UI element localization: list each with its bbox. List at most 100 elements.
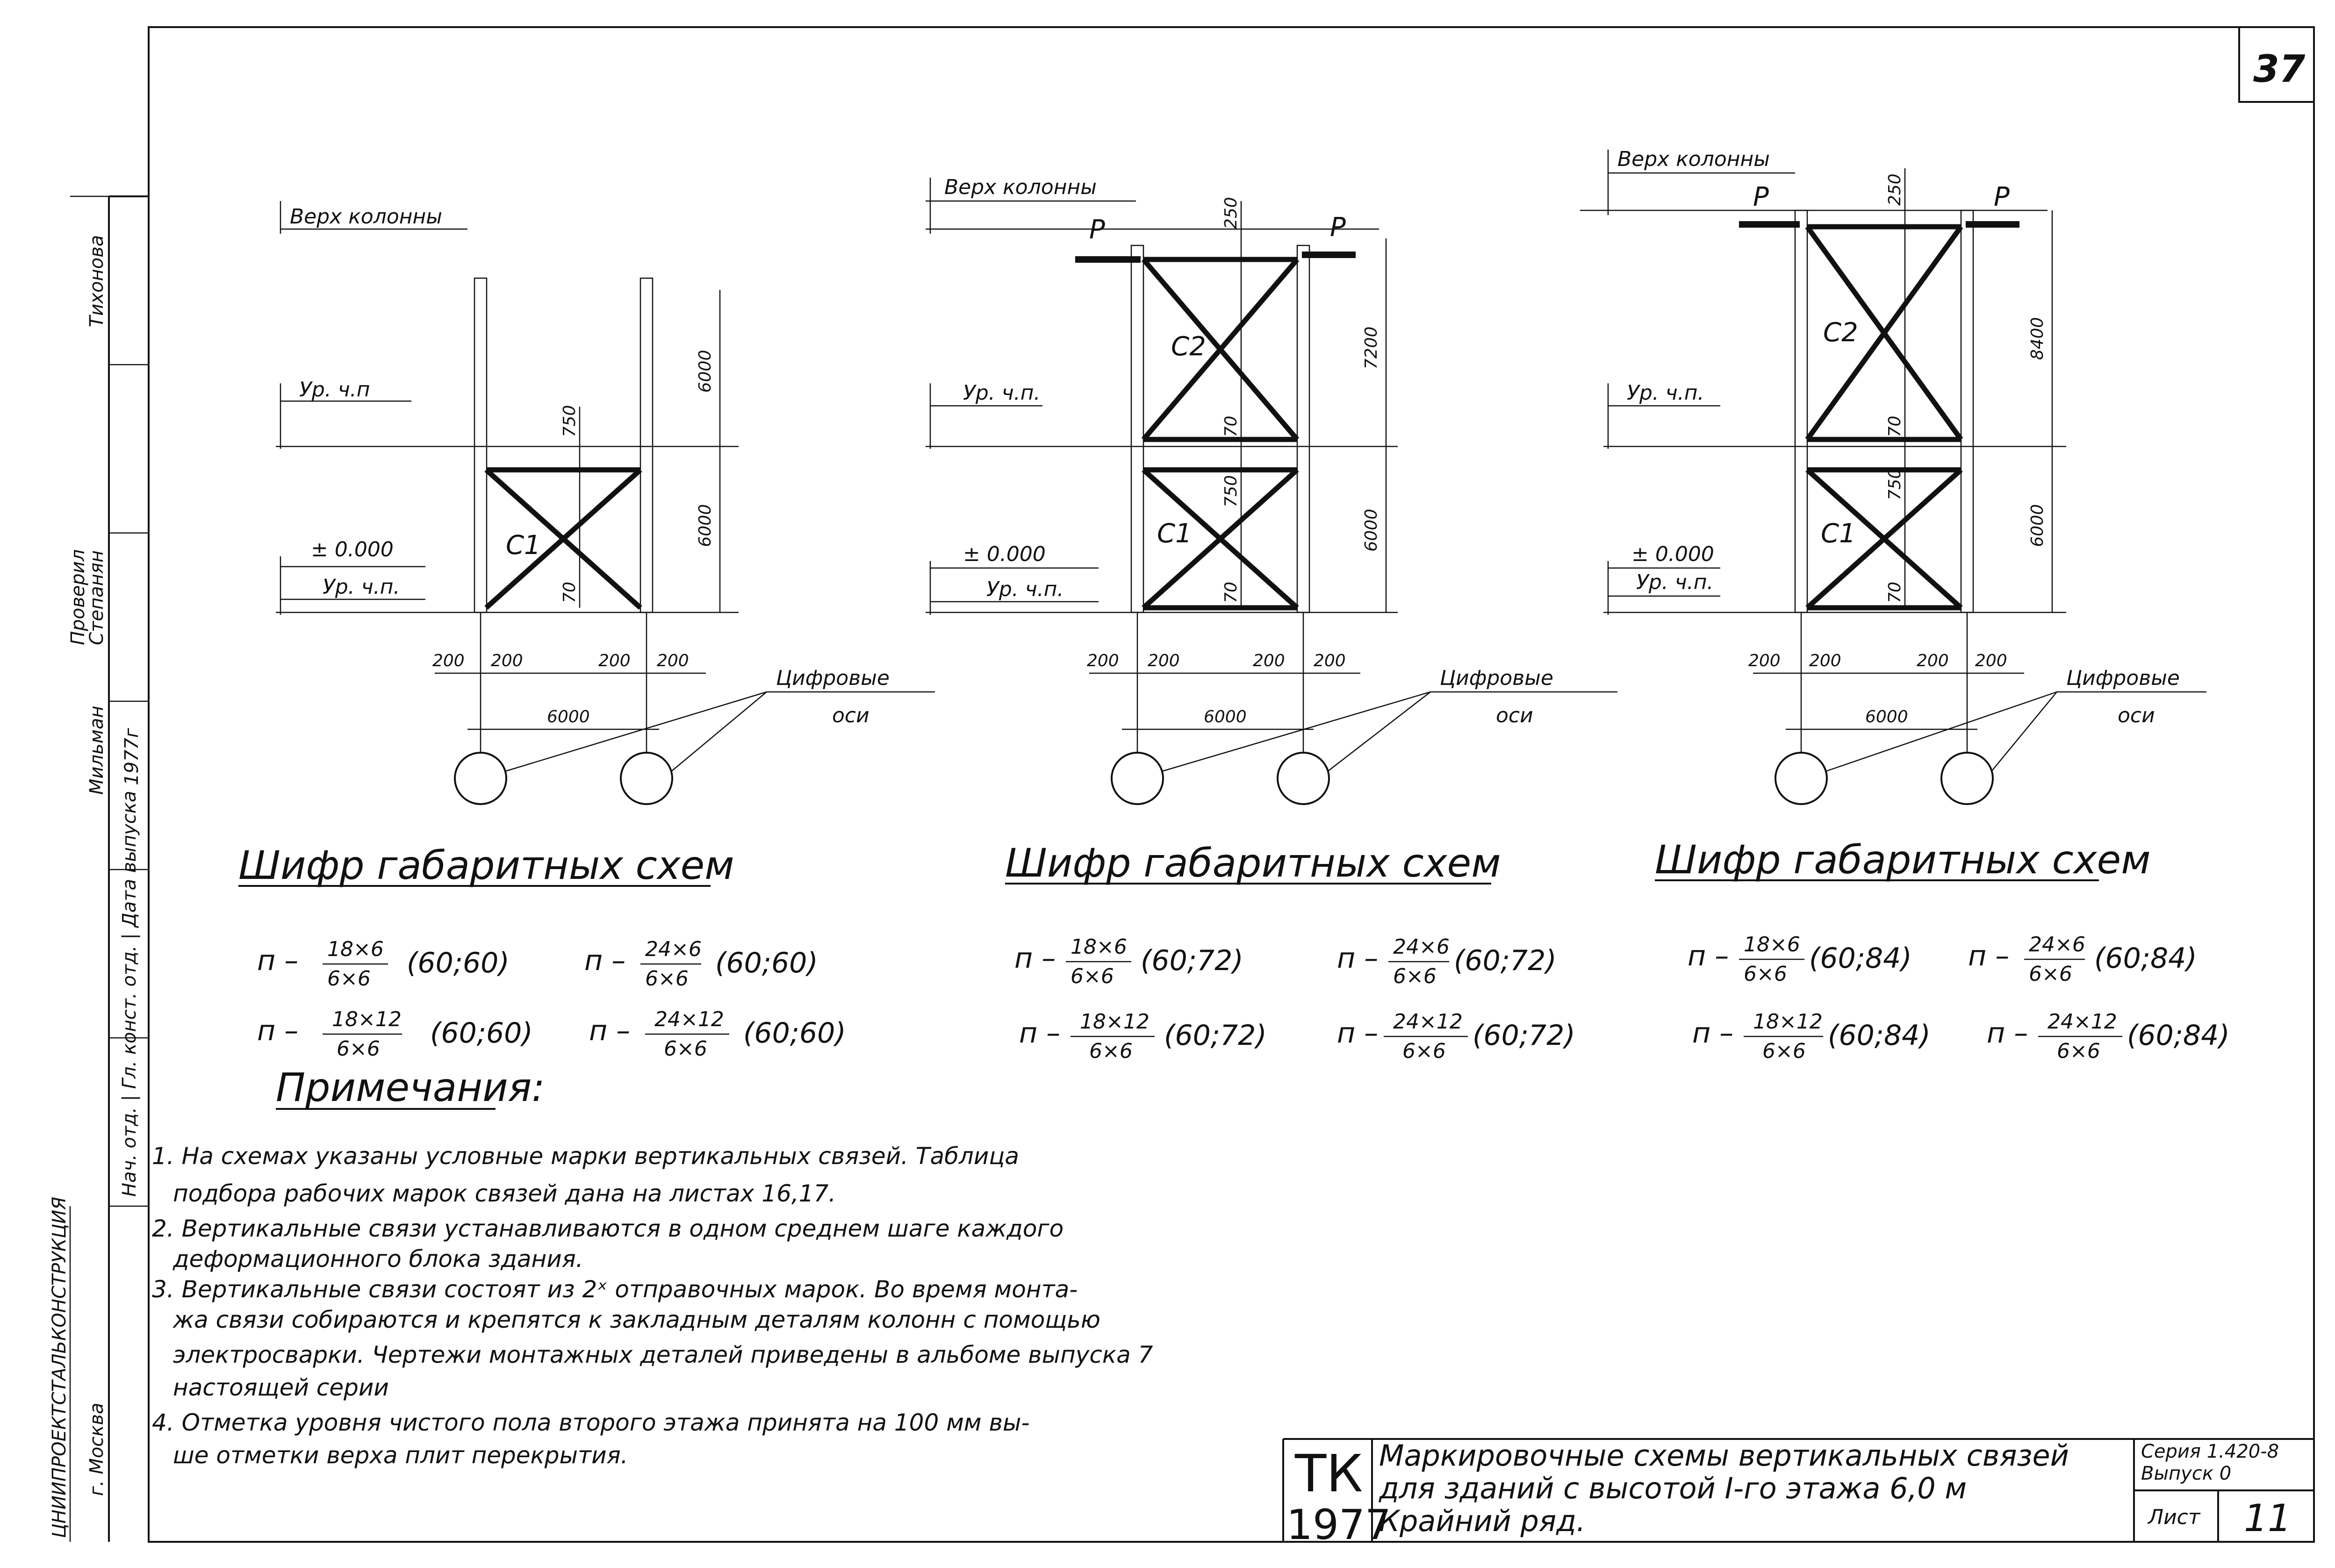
svg-text:24×12: 24×12: [654, 1007, 724, 1031]
s3-span: 6000: [1865, 707, 1908, 726]
s1-span: 6000: [547, 707, 590, 726]
svg-text:24×12: 24×12: [2048, 1010, 2117, 1034]
side-roles: Нач. отд. | Гл. конст. отд. | Дата выпус…: [119, 791, 140, 1197]
svg-text:(60;60): (60;60): [715, 947, 818, 979]
s2-floor-lower: Ур. ч.п.: [986, 577, 1063, 601]
svg-text:18×12: 18×12: [1753, 1010, 1823, 1034]
notes-title: Примечания:: [276, 1065, 545, 1110]
svg-text:6×6: 6×6: [645, 967, 689, 991]
svg-text:(60;60): (60;60): [430, 1017, 533, 1050]
s1-dim-750: 750: [560, 405, 579, 437]
s2-dim-70-upper: 70: [1221, 416, 1241, 437]
side-org: ЦНИИПРОЕКТСТАЛЬКОНСТРУКЦИЯ: [49, 1197, 70, 1538]
s1-floor-upper: Ур. ч.п: [299, 378, 370, 402]
title-stamp: ТК 1977 Маркировочные схемы вертикальных…: [1282, 1438, 2314, 1549]
s3-zero: ± 0.000: [1631, 542, 1714, 566]
svg-text:18×6: 18×6: [1744, 933, 1800, 957]
s3-code-3: п – 18×12 6×6 (60;84): [1692, 1010, 1931, 1063]
svg-text:6×6: 6×6: [1762, 1039, 1806, 1063]
s3-code-title: Шифр габаритных схем: [1655, 837, 2151, 883]
svg-text:24×6: 24×6: [645, 937, 702, 961]
stamp-series: Серия 1.420-8: [2141, 1441, 2279, 1462]
s2-axes-2: оси: [1496, 704, 1533, 727]
s3-brace-c1: С1: [1821, 518, 1856, 549]
stamp-tk: ТК: [1294, 1444, 1363, 1503]
svg-text:п –: п –: [1337, 1017, 1378, 1050]
note-line-6: жа связи собираются и крепятся к закладн…: [172, 1306, 1100, 1333]
s2-bay-4: 200: [1314, 651, 1346, 670]
page-number: 37: [2253, 47, 2306, 91]
s3-code-1: п – 18×6 6×6 (60;84): [1688, 933, 1912, 986]
s1-dim-lower: 6000: [696, 504, 715, 547]
s3-axes-2: оси: [2118, 704, 2155, 727]
s1-bay-1: 200: [432, 651, 465, 670]
s1-floor-lower: Ур. ч.п.: [323, 575, 400, 599]
svg-text:6×6: 6×6: [2029, 962, 2072, 986]
stamp-sheet-label: Лист: [2147, 1505, 2201, 1529]
svg-text:6×6: 6×6: [337, 1037, 380, 1061]
svg-text:п –: п –: [1692, 1017, 1733, 1050]
s1-code-2: п – 24×6 6×6 (60;60): [584, 937, 818, 991]
s3-bay-2: 200: [1809, 651, 1841, 670]
s1-axes-2: оси: [832, 704, 869, 727]
svg-text:п –: п –: [257, 1014, 298, 1047]
s3-floor-lower: Ур. ч.п.: [1636, 570, 1713, 594]
side-names: Мильман: [86, 706, 108, 795]
s1-code-3: п – 18×12 6×6 (60;60): [257, 1007, 533, 1061]
svg-text:(60;84): (60;84): [1809, 942, 1912, 975]
s3-load-1: Р: [1753, 182, 1769, 212]
note-line-2: подбора рабочих марок связей дана на лис…: [173, 1180, 836, 1207]
s2-dim-750: 750: [1221, 475, 1241, 507]
notes: Примечания: 1. На схемах указаны условны…: [152, 1065, 1153, 1469]
svg-text:(60;84): (60;84): [1828, 1019, 1931, 1052]
s2-dim-upper: 7200: [1362, 326, 1381, 369]
note-line-3: 2. Вертикальные связи устанавливаются в …: [152, 1215, 1063, 1242]
svg-text:п –: п –: [1014, 942, 1056, 975]
svg-text:6×6: 6×6: [1071, 964, 1114, 988]
svg-text:п –: п –: [1337, 942, 1378, 975]
svg-text:п –: п –: [1019, 1017, 1060, 1050]
svg-text:6×6: 6×6: [1393, 964, 1437, 988]
s2-bay-3: 200: [1253, 651, 1285, 670]
svg-text:(60;84): (60;84): [2094, 942, 2197, 975]
svg-text:24×6: 24×6: [1393, 935, 1450, 959]
svg-text:6×6: 6×6: [1402, 1039, 1446, 1063]
s1-code-1: п – 18×6 6×6 (60;60): [257, 937, 510, 991]
s3-code-2: п – 24×6 6×6 (60;84): [1968, 933, 2197, 986]
svg-text:(60;72): (60;72): [1473, 1019, 1575, 1052]
s3-bay-3: 200: [1917, 651, 1949, 670]
svg-text:п –: п –: [257, 944, 298, 977]
side-city: г. Москва: [86, 1403, 108, 1496]
s3-code-4: п – 24×12 6×6 (60;84): [1987, 1010, 2230, 1063]
s3-dim-70-lower: 70: [1885, 582, 1904, 603]
side-stamp: ЦНИИПРОЕКТСТАЛЬКОНСТРУКЦИЯ г. Москва Нач…: [49, 195, 149, 1542]
s2-span: 6000: [1204, 707, 1247, 726]
note-line-9: 4. Отметка уровня чистого пола второго э…: [152, 1409, 1030, 1436]
note-line-4: деформационного блока здания.: [172, 1245, 583, 1273]
s2-bay-2: 200: [1148, 651, 1180, 670]
s3-bay-4: 200: [1975, 651, 2007, 670]
scheme-2: Верх колонны Ур. ч.п. ± 0.000 Ур. ч.п. Р…: [926, 175, 1617, 1063]
s3-dim-lower: 6000: [2028, 504, 2047, 547]
s2-brace-c1: С1: [1157, 518, 1192, 549]
note-line-1: 1. На схемах указаны условные марки верт…: [152, 1143, 1019, 1170]
s2-code-4: п – 24×12 6×6 (60;72): [1337, 1010, 1575, 1063]
stamp-year: 1977: [1286, 1501, 1391, 1549]
side-extra-1: Степанян: [86, 550, 108, 645]
svg-text:18×12: 18×12: [1080, 1010, 1150, 1034]
s2-zero: ± 0.000: [963, 542, 1046, 566]
svg-text:6×6: 6×6: [664, 1037, 707, 1061]
s3-dim-70-upper: 70: [1885, 416, 1904, 437]
s1-dim-70: 70: [560, 582, 579, 603]
s2-code-2: п – 24×6 6×6 (60;72): [1337, 935, 1557, 988]
sheet-frame: [148, 26, 2315, 1543]
svg-text:18×12: 18×12: [332, 1007, 402, 1031]
s2-column-top: Верх колонны: [944, 175, 1097, 199]
svg-text:(60;72): (60;72): [1454, 944, 1557, 977]
svg-text:6×6: 6×6: [1089, 1039, 1133, 1063]
stamp-sheet-number: 11: [2244, 1496, 2292, 1540]
svg-text:п –: п –: [1688, 940, 1729, 972]
s2-load-1: Р: [1089, 215, 1105, 245]
side-year: 1977г: [121, 727, 143, 785]
svg-text:18×6: 18×6: [327, 937, 384, 961]
